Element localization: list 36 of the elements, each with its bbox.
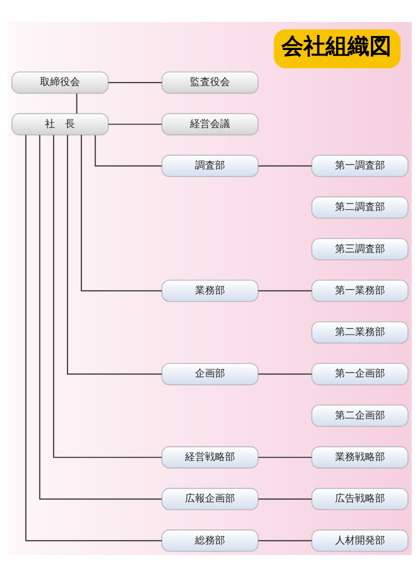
node-box: 総務部 <box>161 530 259 552</box>
node-box: 経営戦略部 <box>161 446 259 468</box>
connector <box>258 290 312 292</box>
node-box: 広告戦略部 <box>311 488 408 510</box>
connector <box>39 135 162 500</box>
connector <box>258 165 312 166</box>
diagram-title: 会社組織図 <box>282 34 392 60</box>
connector <box>108 124 162 125</box>
connector <box>258 540 312 542</box>
node-box: 第三調査部 <box>311 238 408 260</box>
connector <box>53 134 162 458</box>
node-box: 調査部 <box>161 154 259 177</box>
connector <box>25 134 162 542</box>
connector <box>80 134 162 292</box>
node-box: 第一企画部 <box>311 363 408 386</box>
node-box: 取締役会 <box>12 72 109 94</box>
node-box: 業務戦略部 <box>311 446 408 468</box>
node-box: 人材開発部 <box>311 530 408 552</box>
node-box: 広報企画部 <box>161 488 259 510</box>
node-box: 第一調査部 <box>311 154 408 177</box>
connector <box>258 456 312 458</box>
connector <box>108 82 162 84</box>
node-box: 業務部 <box>161 280 259 302</box>
node-box: 第二調査部 <box>311 196 408 219</box>
node-box: 第二業務部 <box>311 321 408 344</box>
connector <box>76 94 78 114</box>
connector <box>66 134 162 375</box>
node-box: 経営会議 <box>161 113 259 136</box>
node-box: 社 長 <box>12 113 109 136</box>
connector <box>94 135 162 166</box>
connector <box>258 374 312 375</box>
node-box: 監査役会 <box>161 72 259 94</box>
node-box: 企画部 <box>161 363 259 386</box>
node-box: 第一業務部 <box>311 280 408 302</box>
connector <box>258 498 312 500</box>
node-box: 第二企画部 <box>311 404 408 427</box>
